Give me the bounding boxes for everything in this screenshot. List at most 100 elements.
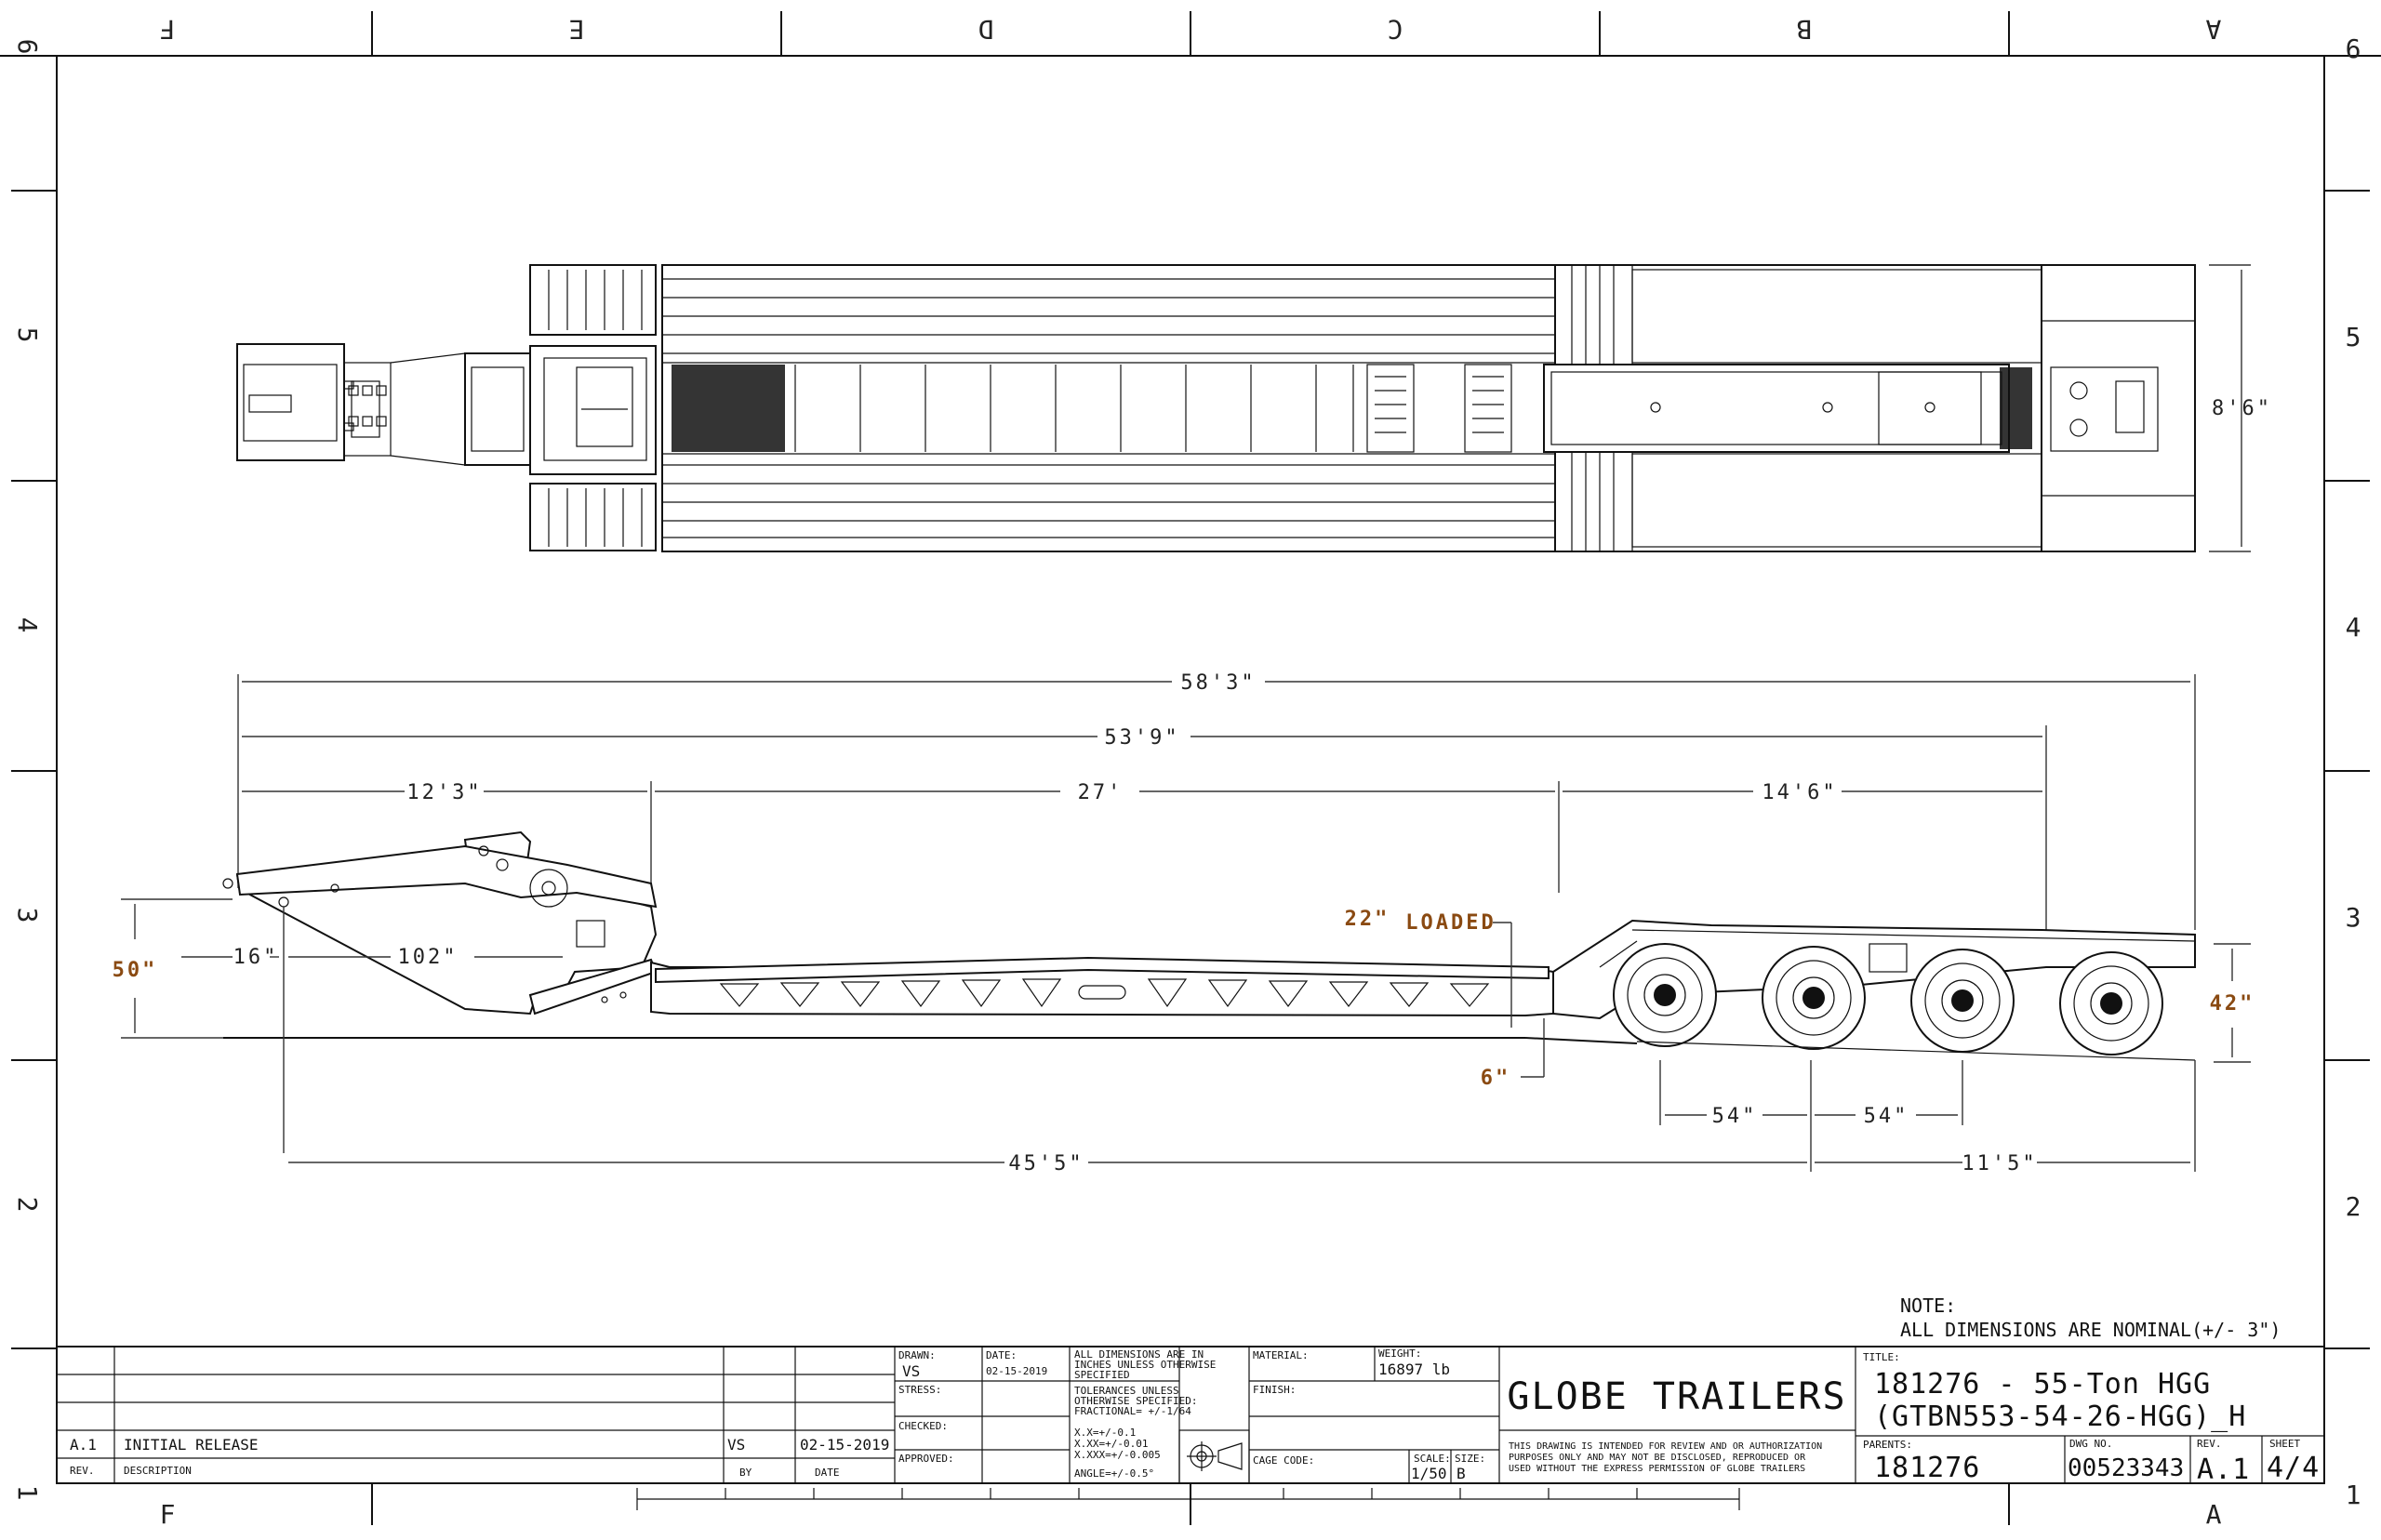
svg-text:INCHES UNLESS OTHERWISE: INCHES UNLESS OTHERWISE [1074,1359,1216,1371]
svg-text:3: 3 [12,908,43,923]
dim-ground-clearance: 6" [1481,1018,1545,1090]
dim-axle-to-rear-label: 11'5" [1962,1152,2037,1175]
zone-labels-top: F E D C B A [160,14,2222,45]
svg-text:X.XX=+/-0.01: X.XX=+/-0.01 [1074,1438,1148,1450]
date-value: 02-15-2019 [986,1365,1047,1377]
company-name: GLOBE TRAILERS [1507,1375,1846,1418]
svg-text:6: 6 [12,39,43,55]
svg-text:X.X=+/-0.1: X.X=+/-0.1 [1074,1427,1136,1439]
svg-text:TOLERANCES UNLESS: TOLERANCES UNLESS [1074,1385,1179,1397]
dim-gooseneck-height: 50" [113,898,233,1039]
general-note: NOTE: ALL DIMENSIONS ARE NOMINAL(+/- 3") [1900,1294,2281,1341]
dim-loaded-height: 22" LOADED [1345,908,1512,1028]
dim-gooseneck-label: 12'3" [406,781,482,804]
svg-text:A: A [2206,1499,2222,1530]
title-block: A.1 INITIAL RELEASE VS 02-15-2019 REV. D… [56,1346,2325,1486]
drawing-title-line2: (GTBN553-54-26-HGG)_H [1874,1401,2246,1433]
front-outrigger-lower [529,483,657,551]
svg-text:DRAWN:: DRAWN: [898,1349,936,1361]
parents-value: 181276 [1874,1452,1980,1484]
dim-gooseneck-reach-label: 102" [398,946,459,969]
scale-ruler [636,1488,1740,1510]
svg-text:PARENTS:: PARENTS: [1863,1439,1912,1451]
rev-row-by: VS [727,1436,745,1454]
drawn-value: VS [902,1362,920,1380]
svg-text:ALL DIMENSIONS ARE IN: ALL DIMENSIONS ARE IN [1074,1348,1204,1361]
svg-text:DESCRIPTION: DESCRIPTION [124,1465,192,1477]
front-outrigger-upper [529,264,657,336]
svg-text:F: F [160,14,176,45]
wheel-1 [1613,943,1717,1047]
svg-text:E: E [569,14,585,45]
svg-text:APPROVED:: APPROVED: [898,1453,954,1465]
dim-gooseneck-height-label: 50" [113,959,158,982]
rev-row-description: INITIAL RELEASE [124,1436,259,1454]
zone-labels-left: 6 5 4 3 2 1 [12,39,43,1501]
svg-text:STRESS:: STRESS: [898,1384,941,1396]
dim-kingpin-to-axle: 45'5" 11'5" [288,1060,2196,1175]
rev-value: A.1 [2197,1454,2250,1486]
svg-text:WEIGHT:: WEIGHT: [1378,1348,1421,1360]
dim-rear-height-label: 42" [2210,992,2255,1016]
hitch-bolts [348,385,387,427]
svg-text:TITLE:: TITLE: [1863,1351,1900,1363]
rev-row-date: 02-15-2019 [800,1436,889,1454]
svg-text:CAGE CODE:: CAGE CODE: [1253,1454,1314,1467]
zone-labels-bottom: F A [160,1499,2222,1530]
svg-text:D: D [978,14,994,45]
svg-text:FRACTIONAL= +/-1/64: FRACTIONAL= +/-1/64 [1074,1405,1191,1417]
svg-text:SCALE:: SCALE: [1414,1453,1451,1465]
wheel-3 [1910,949,2015,1053]
dim-ground-clearance-label: 6" [1481,1067,1511,1090]
dim-overall-length-label: 58'3" [1180,671,1256,695]
dim-overall-width: 8'6" [2209,264,2269,552]
note-text: ALL DIMENSIONS ARE NOMINAL(+/- 3") [1900,1319,2281,1341]
trailer-side-view [222,830,2196,1061]
svg-text:DATE:: DATE: [986,1349,1017,1361]
svg-text:PURPOSES ONLY AND MAY NOT BE D: PURPOSES ONLY AND MAY NOT BE DISCLOSED, … [1509,1453,1806,1463]
dim-rear-height: 42" [2210,943,2255,1063]
svg-text:3: 3 [2346,902,2361,933]
svg-text:ANGLE=+/-0.5°: ANGLE=+/-0.5° [1074,1467,1154,1480]
svg-text:5: 5 [12,327,43,343]
dim-axle-spread-1-label: 54" [1712,1105,1758,1128]
dim-kingpin-offset-label: 16" [233,946,279,969]
dim-deck-label: 27' [1078,781,1124,804]
dim-loaded-height-label: 22" [1345,908,1390,931]
svg-text:USED WITHOUT THE EXPRESS PERMI: USED WITHOUT THE EXPRESS PERMISSION OF G… [1509,1464,1805,1474]
svg-text:2: 2 [12,1197,43,1213]
trailer-top-view [236,264,2196,552]
projection-symbol-icon [1178,1429,1250,1484]
wheel-2 [1762,946,1866,1050]
deck-cross-members [672,364,1512,453]
dim-overall-length: 58'3" [237,671,2196,930]
dim-segments: 12'3" 27' 14'6" [242,781,2042,893]
size-value: B [1457,1465,1466,1482]
svg-text:REV.: REV. [70,1465,95,1477]
dim-kingpin-offset: 16" 102" [181,907,563,1153]
svg-text:A: A [2205,14,2221,45]
note-heading: NOTE: [1900,1294,1956,1317]
scale-value: 1/50 [1411,1465,1447,1482]
dim-kingpin-to-axle-label: 45'5" [1008,1152,1084,1175]
dwg-number: 00523343 [2068,1454,2184,1482]
dim-length-to-axle-label: 53'9" [1104,726,1179,750]
dim-loaded-label: LOADED [1405,911,1496,935]
svg-text:FINISH:: FINISH: [1253,1384,1296,1396]
svg-text:OTHERWISE SPECIFIED:: OTHERWISE SPECIFIED: [1074,1395,1197,1407]
svg-text:SHEET: SHEET [2269,1438,2300,1450]
svg-text:4: 4 [2346,612,2361,643]
svg-text:5: 5 [2346,322,2361,352]
svg-text:CHECKED:: CHECKED: [898,1420,948,1432]
svg-text:4: 4 [12,617,43,633]
svg-text:DWG NO.: DWG NO. [2069,1438,2112,1450]
svg-text:SIZE:: SIZE: [1455,1453,1485,1465]
rev-row-rev: A.1 [70,1436,97,1454]
svg-text:2: 2 [2346,1191,2361,1222]
svg-text:THIS DRAWING IS INTENDED FOR R: THIS DRAWING IS INTENDED FOR REVIEW AND … [1509,1441,1822,1452]
svg-text:DATE: DATE [815,1467,840,1479]
svg-text:X.XXX=+/-0.005: X.XXX=+/-0.005 [1074,1449,1161,1461]
drawing-frame [0,11,2381,1525]
svg-text:SPECIFIED: SPECIFIED [1074,1369,1130,1381]
dim-axle-spread-2-label: 54" [1864,1105,1909,1128]
